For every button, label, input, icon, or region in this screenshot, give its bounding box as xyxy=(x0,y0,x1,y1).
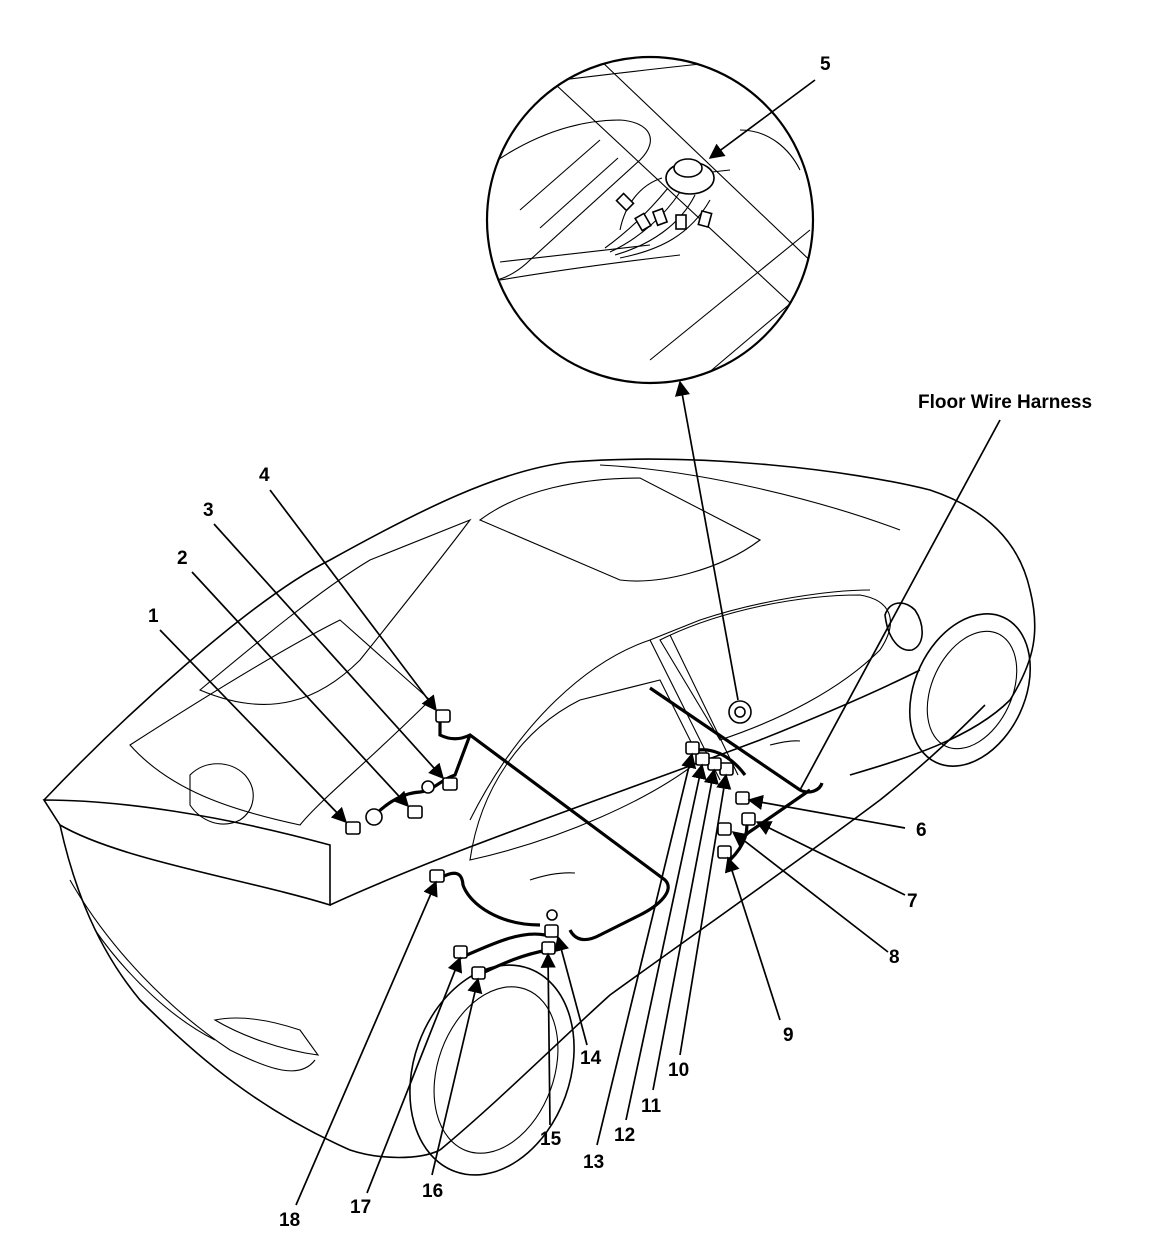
tail-lamp xyxy=(213,1017,320,1056)
front-door-opening xyxy=(659,594,891,741)
connector-6 xyxy=(735,791,750,805)
callout-17: 17 xyxy=(350,1197,371,1218)
callout-12: 12 xyxy=(614,1125,635,1146)
callout-14: 14 xyxy=(580,1048,602,1069)
connector-9 xyxy=(717,845,732,859)
rear-door-opening xyxy=(469,679,701,861)
trunk-lid xyxy=(42,799,331,907)
callout-13: 13 xyxy=(583,1152,604,1173)
connector-11 xyxy=(707,757,722,771)
connector-12 xyxy=(695,752,710,766)
callout-labels: Floor Wire Harness 1 2 3 4 5 6 7 8 9 10 … xyxy=(148,54,1092,1231)
front-wheel xyxy=(908,613,1032,767)
floor-wire-harness-title: Floor Wire Harness xyxy=(918,392,1092,413)
connector-15 xyxy=(541,941,556,955)
connector-2 xyxy=(407,805,423,819)
detail-view-circle xyxy=(485,55,815,385)
callout-6: 6 xyxy=(916,820,927,841)
car-body xyxy=(42,458,1036,1176)
callout-4: 4 xyxy=(259,465,270,486)
sunroof xyxy=(478,477,762,582)
side-mirror xyxy=(884,602,923,651)
callout-8: 8 xyxy=(889,947,900,968)
callout-9: 9 xyxy=(783,1025,794,1046)
connector-1-ring xyxy=(365,808,383,826)
callout-2: 2 xyxy=(177,548,188,569)
connector-1 xyxy=(345,821,361,835)
connector-8 xyxy=(717,822,732,836)
roof-outline xyxy=(43,458,1036,801)
connector-16 xyxy=(471,966,486,980)
rear-bumper xyxy=(59,824,441,1159)
connector-3 xyxy=(442,777,458,791)
callout-16: 16 xyxy=(422,1181,443,1202)
callout-7: 7 xyxy=(907,891,918,912)
connector-7 xyxy=(741,812,756,826)
rear-window xyxy=(198,518,472,705)
callout-3: 3 xyxy=(203,500,214,521)
rear-wheel xyxy=(409,964,575,1176)
connector-14 xyxy=(544,924,559,938)
connector-18 xyxy=(429,869,445,883)
trunk-emblem xyxy=(189,763,254,825)
callout-15: 15 xyxy=(540,1129,562,1150)
connector-13 xyxy=(685,741,700,755)
connector-4 xyxy=(435,709,451,723)
callout-18: 18 xyxy=(279,1210,300,1231)
connector-10 xyxy=(719,762,734,776)
leader-lines xyxy=(159,79,1001,1206)
connector-17 xyxy=(453,945,468,959)
callout-10: 10 xyxy=(668,1060,689,1081)
connectors xyxy=(345,700,756,980)
callout-5: 5 xyxy=(820,54,831,75)
callout-11: 11 xyxy=(641,1096,662,1117)
floor-wire-harness-run xyxy=(373,686,824,977)
callout-1: 1 xyxy=(148,606,159,627)
